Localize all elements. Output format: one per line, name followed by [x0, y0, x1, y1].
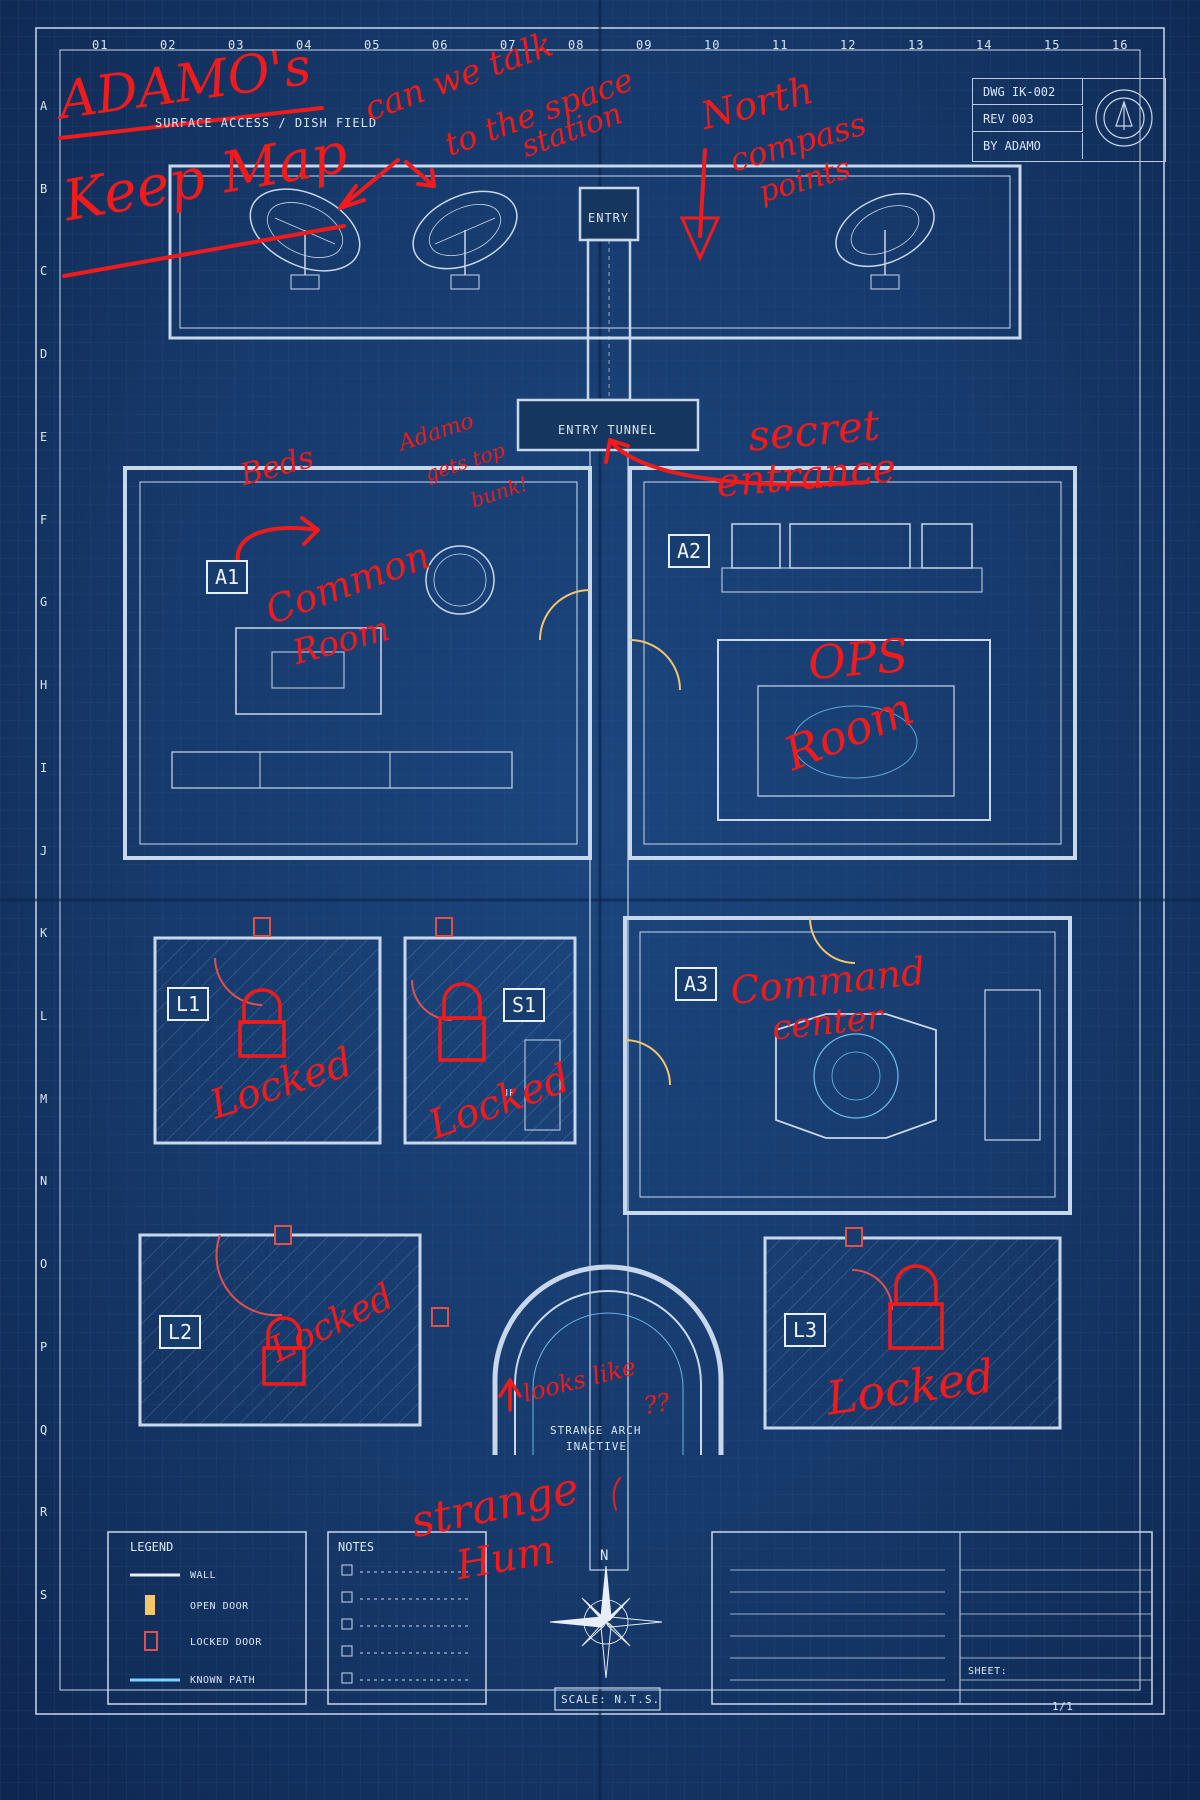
row-index-H: H — [40, 678, 49, 693]
strange-arch-label: STRANGE ARCH — [550, 1424, 642, 1437]
column-index-15: 15 — [1044, 38, 1061, 52]
entry-label: ENTRY — [588, 211, 630, 225]
row-index-B: B — [40, 181, 49, 196]
hand-ops-1: OPS — [805, 627, 911, 691]
column-index-11: 11 — [772, 38, 789, 52]
room-label-a3: A3 — [675, 967, 718, 1001]
row-index-Q: Q — [40, 1422, 49, 1437]
room-a2 — [628, 466, 1077, 860]
north-label: N — [600, 1548, 610, 1564]
room-a3 — [623, 916, 1072, 1215]
row-index-L: L — [40, 1008, 49, 1023]
row-index-F: F — [40, 512, 49, 527]
padlock-doodles — [238, 982, 944, 1386]
entry-tunnel-label: ENTRY TUNNEL — [558, 423, 657, 437]
scale-label: SCALE: N.T.S. — [561, 1693, 661, 1706]
column-index-16: 16 — [1112, 38, 1129, 52]
dish-field-label: SURFACE ACCESS / DISH FIELD — [155, 116, 378, 130]
legend-wall: WALL — [190, 1570, 217, 1581]
column-index-01: 01 — [92, 38, 109, 52]
annotation-strokes — [58, 106, 870, 1511]
room-label-a1: A1 — [206, 560, 249, 594]
column-index-04: 04 — [296, 38, 313, 52]
legend-title: LEGEND — [130, 1540, 174, 1554]
satellite-dish-icon — [835, 192, 935, 290]
row-index-K: K — [40, 926, 49, 941]
column-index-06: 06 — [432, 38, 449, 52]
row-index-G: G — [40, 595, 49, 610]
column-index-08: 08 — [568, 38, 585, 52]
row-index-R: R — [40, 1505, 49, 1520]
column-index-09: 09 — [636, 38, 653, 52]
stairs-label: UP — [502, 1088, 517, 1099]
room-label-l1: L1 — [167, 987, 210, 1021]
row-index-I: I — [40, 760, 49, 775]
drawing-number: DWG IK-002 — [973, 79, 1083, 105]
sheet-page: 1/1 — [1052, 1700, 1074, 1713]
column-index-14: 14 — [976, 38, 993, 52]
hand-command-2: center — [770, 997, 885, 1049]
column-index-05: 05 — [364, 38, 381, 52]
column-index-10: 10 — [704, 38, 721, 52]
row-index-J: J — [40, 843, 49, 858]
legend-known-path: KNOWN PATH — [190, 1675, 256, 1686]
row-index-O: O — [40, 1257, 49, 1272]
strange-arch — [492, 1264, 724, 1455]
column-index-07: 07 — [500, 38, 517, 52]
hand-looks-like-2: ?? — [641, 1387, 672, 1421]
column-index-12: 12 — [840, 38, 857, 52]
column-index-13: 13 — [908, 38, 925, 52]
room-l1 — [153, 917, 382, 1145]
room-label-l3: L3 — [784, 1313, 827, 1347]
row-index-C: C — [40, 264, 49, 279]
inactive-label: INACTIVE — [566, 1440, 627, 1453]
dish-field — [168, 164, 1022, 340]
row-index-E: E — [40, 429, 49, 444]
column-index-02: 02 — [160, 38, 177, 52]
row-index-P: P — [40, 1339, 49, 1354]
notes-title: NOTES — [338, 1540, 375, 1554]
row-index-N: N — [40, 1174, 49, 1189]
compass-rose-icon — [549, 1565, 663, 1679]
sheet-label: SHEET: — [968, 1666, 1008, 1677]
row-index-D: D — [40, 347, 49, 362]
column-index-03: 03 — [228, 38, 245, 52]
legend-open-door: OPEN DOOR — [190, 1601, 249, 1612]
row-index-M: M — [40, 1091, 49, 1106]
revision: REV 003 — [973, 106, 1083, 132]
emblem-icon — [1095, 89, 1153, 147]
legend-locked-door: LOCKED DOOR — [190, 1637, 262, 1648]
room-s1 — [403, 917, 577, 1145]
room-a1 — [123, 466, 592, 860]
title-block: DWG IK-002 REV 003 BY ADAMO — [972, 78, 1166, 162]
room-label-l2: L2 — [159, 1315, 202, 1349]
author: BY ADAMO — [973, 133, 1083, 159]
row-index-S: S — [40, 1588, 49, 1602]
room-label-a2: A2 — [668, 534, 711, 568]
room-label-s1: S1 — [503, 988, 546, 1022]
row-index-A: A — [40, 99, 49, 113]
